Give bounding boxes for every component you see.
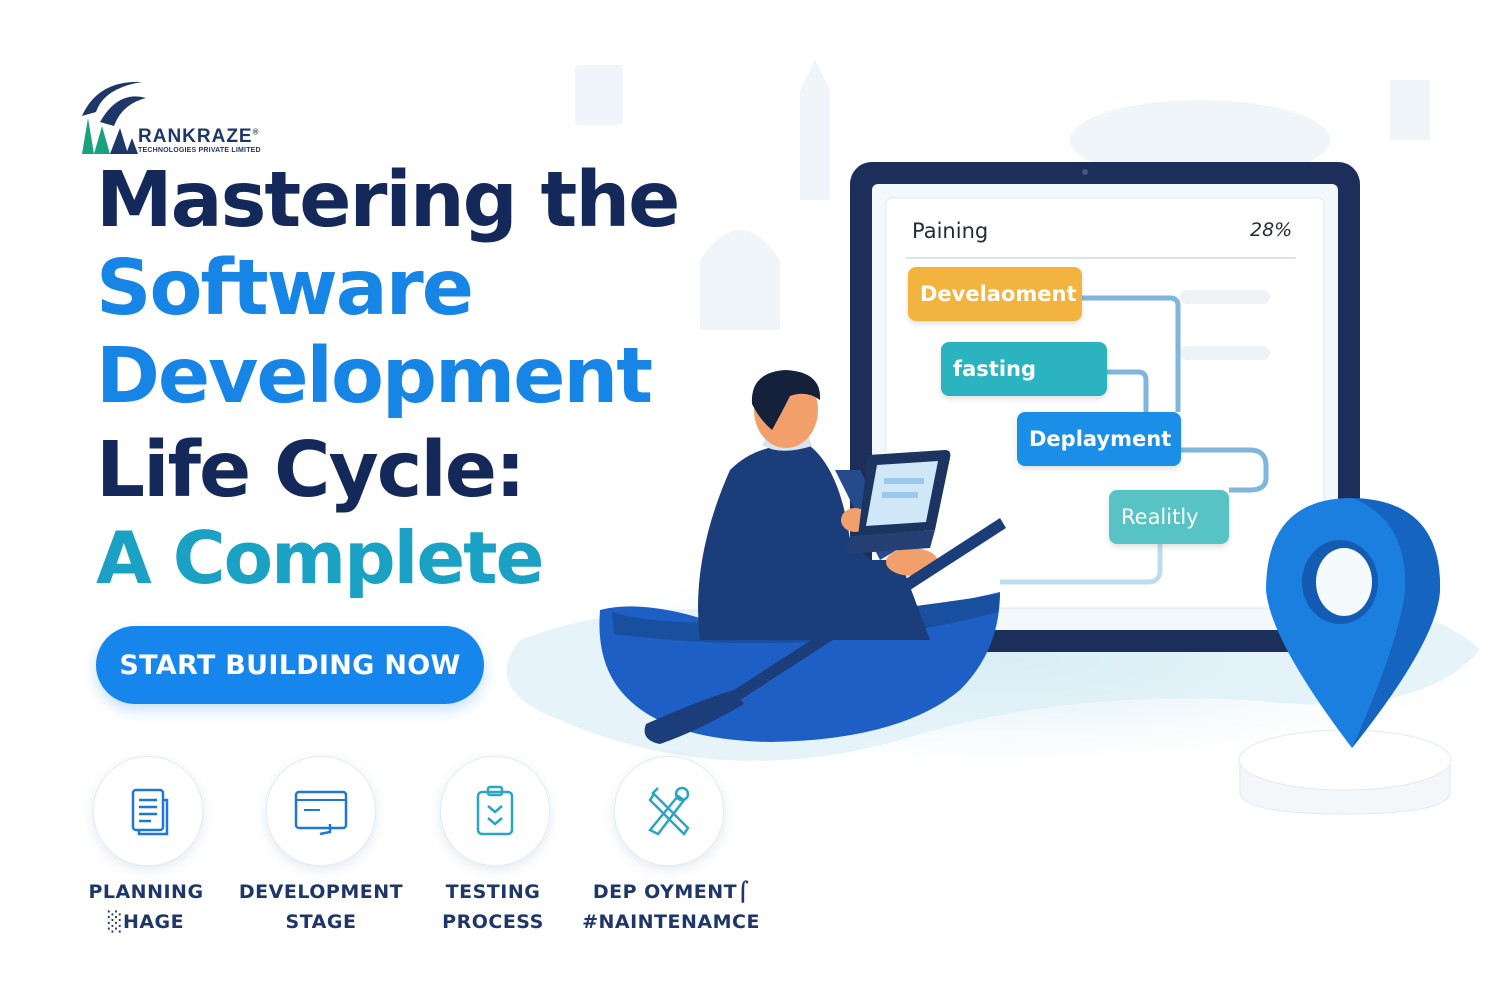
tools-icon (648, 786, 690, 836)
headline-line-3: Development (96, 332, 653, 421)
monitor-progress-percent: 28% (1250, 219, 1293, 241)
sdlc-card-deployment: Deplayment (1017, 412, 1181, 466)
monitor-icon (294, 790, 348, 836)
planning-stage-label: PLANNING░HAGE (88, 881, 204, 933)
headline-line-4: Life Cycle: (96, 426, 526, 515)
development-stage-badge (266, 756, 376, 866)
sdlc-card-reality: Realitly (1109, 490, 1229, 544)
start-building-button[interactable]: START BUILDING NOW (96, 626, 484, 704)
headline-line-5: A Complete (96, 516, 544, 600)
clipboard-icon (476, 785, 514, 836)
brand-name: RANKRAZE® (138, 126, 260, 147)
headline-line-1: Mastering the (96, 156, 680, 245)
monitor-title: Paining (912, 219, 989, 243)
sdlc-card-development: Develaoment (908, 267, 1082, 321)
person-rowing (698, 370, 951, 640)
map-pin (1238, 498, 1452, 815)
document-icon (131, 788, 169, 836)
brand-logo-mark (82, 81, 146, 154)
testing-stage-badge (440, 756, 550, 866)
oar (644, 518, 1006, 744)
deployment-stage-label: DEP OYMENT⌠#NAINTENAMCE (582, 881, 760, 933)
headline-line-2: Software (96, 244, 474, 333)
brand-tagline: TECHNOLOGIES PRIVATE LIMITED (138, 147, 261, 154)
sdlc-card-testing: fasting (941, 342, 1107, 396)
deployment-stage-badge (614, 756, 724, 866)
planning-stage-badge (93, 756, 203, 866)
